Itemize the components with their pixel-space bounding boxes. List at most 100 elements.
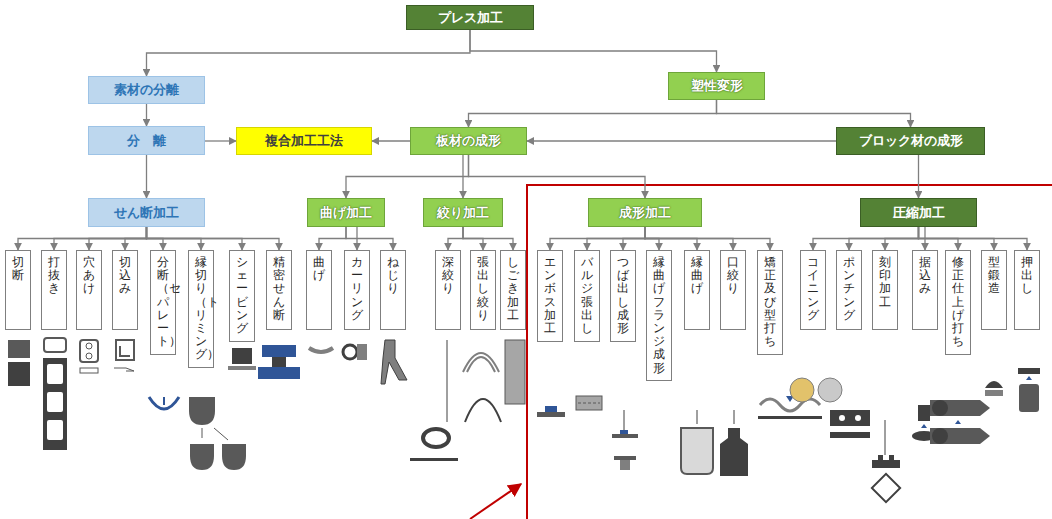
tree-connector bbox=[372, 140, 410, 141]
process-leaf-box: コイニング bbox=[800, 250, 826, 330]
process-leaf-box: 刻印加工 bbox=[872, 250, 898, 330]
process-leaf-box: ポンチング bbox=[836, 250, 862, 330]
node-label: しごき加工 bbox=[507, 256, 519, 322]
node-label: 修正仕上げ打ち bbox=[952, 256, 964, 348]
node-label: プレス加工 bbox=[438, 10, 503, 26]
deep-drawing-figure bbox=[410, 340, 458, 461]
tree-connector bbox=[469, 155, 646, 198]
blanking-figure bbox=[43, 338, 67, 450]
tree-connector bbox=[717, 100, 911, 127]
node-label: 刻印加工 bbox=[879, 256, 891, 309]
node-label: 成形加工 bbox=[619, 205, 671, 221]
node-label: つば出し成形 bbox=[617, 256, 629, 335]
sizing-figure bbox=[930, 400, 990, 444]
node-label: せん断加工 bbox=[114, 205, 179, 221]
process-leaf-box: 曲げ bbox=[306, 250, 332, 330]
node-label: 曲げ加工 bbox=[320, 205, 372, 221]
category-box: 板材の成形 bbox=[410, 127, 527, 155]
node-label: 板材の成形 bbox=[436, 133, 501, 149]
node-label: ポンチング bbox=[843, 256, 855, 322]
node-label: ブロック材の成形 bbox=[859, 133, 963, 149]
fine-blanking-figure bbox=[258, 345, 300, 379]
tree-connector bbox=[146, 155, 147, 198]
node-label: 圧縮加工 bbox=[893, 205, 945, 221]
process-leaf-box: エンボス加工 bbox=[537, 250, 563, 342]
node-label: 複合加工工法 bbox=[265, 133, 343, 149]
tree-connector bbox=[205, 140, 236, 141]
stamping-figure bbox=[872, 420, 900, 502]
tree-connector bbox=[623, 227, 645, 250]
category-box: 塑性変形 bbox=[668, 72, 765, 100]
node-label: ねじり bbox=[387, 256, 399, 296]
category-box: 絞り加工 bbox=[423, 198, 503, 227]
highlight-frame bbox=[470, 185, 1052, 519]
category-box: せん断加工 bbox=[88, 198, 205, 227]
stretch-figure bbox=[463, 353, 501, 422]
category-box: 素材の分離 bbox=[88, 76, 205, 104]
process-leaf-box: 縁切り（トリミング） bbox=[188, 250, 214, 368]
process-leaf-box: 修正仕上げ打ち bbox=[945, 250, 971, 355]
tree-connector bbox=[462, 155, 463, 198]
tree-connector bbox=[89, 227, 147, 250]
coining-figure bbox=[790, 378, 842, 402]
process-leaf-box: 張出し絞り bbox=[470, 250, 496, 330]
bending-figure bbox=[309, 348, 333, 352]
parting-figure bbox=[149, 397, 179, 409]
node-label: 曲げ bbox=[313, 256, 325, 282]
tree-connector bbox=[125, 227, 147, 250]
node-label: 深絞り bbox=[442, 256, 454, 296]
node-label: 据込み bbox=[919, 256, 931, 296]
node-label: 塑性変形 bbox=[691, 78, 743, 94]
piercing-figure bbox=[80, 340, 98, 373]
process-leaf-box: カーリング bbox=[344, 250, 370, 330]
process-leaf-box: ねじり bbox=[380, 250, 406, 330]
tree-connector bbox=[813, 227, 919, 250]
node-label: 切込み bbox=[119, 256, 131, 296]
process-leaf-box: 精密せん断 bbox=[266, 250, 292, 330]
node-label: 分 離 bbox=[127, 133, 166, 149]
tree-connector bbox=[463, 227, 513, 250]
tree-connector bbox=[587, 227, 645, 250]
node-label: カーリング bbox=[351, 256, 363, 322]
process-leaf-box: 押出し bbox=[1014, 250, 1040, 330]
notching-figure bbox=[114, 340, 134, 371]
category-box: 圧縮加工 bbox=[860, 198, 977, 227]
tree-connector bbox=[18, 227, 147, 250]
process-leaf-box: 分断（セパレート） bbox=[150, 250, 176, 355]
tree-connector bbox=[645, 227, 770, 250]
tree-connector bbox=[919, 227, 1028, 250]
flange-figure bbox=[612, 410, 638, 470]
process-leaf-box: 矯正及び型打ち bbox=[757, 250, 783, 355]
tree-connector bbox=[147, 30, 471, 76]
process-leaf-box: 切断 bbox=[5, 250, 31, 330]
node-label: 素材の分離 bbox=[114, 82, 179, 98]
process-leaf-box: 口絞り bbox=[720, 250, 746, 330]
tree-connector bbox=[448, 227, 463, 250]
process-leaf-box: 切込み bbox=[112, 250, 138, 330]
node-label: シェービング bbox=[236, 256, 248, 335]
node-label: 張出し絞り bbox=[477, 256, 489, 322]
tree-connector bbox=[527, 140, 836, 141]
necking-figure bbox=[720, 410, 748, 476]
tree-connector bbox=[469, 100, 717, 127]
tree-connector bbox=[849, 227, 919, 250]
tree-connector bbox=[319, 227, 346, 250]
node-label: エンボス加工 bbox=[544, 256, 556, 335]
node-label: 切断 bbox=[12, 256, 24, 282]
category-box: ブロック材の成形 bbox=[836, 127, 985, 155]
process-leaf-box: 縁曲げ bbox=[684, 250, 710, 330]
cut-figure bbox=[8, 340, 30, 386]
tree-connector bbox=[54, 227, 147, 250]
node-label: コイニング bbox=[807, 256, 819, 322]
extrusion-figure bbox=[1018, 368, 1040, 412]
node-label: 縁切り（トリミング） bbox=[195, 256, 207, 362]
twisting-figure bbox=[381, 340, 407, 384]
process-leaf-box: 据込み bbox=[912, 250, 938, 330]
ironing-figure bbox=[505, 340, 525, 404]
node-label: 打抜き bbox=[48, 256, 60, 296]
node-label: バルジ張出し bbox=[581, 256, 593, 335]
process-leaf-box: シェービング bbox=[229, 250, 255, 342]
category-box: 複合加工工法 bbox=[236, 127, 372, 155]
process-leaf-box: しごき加工 bbox=[500, 250, 526, 330]
